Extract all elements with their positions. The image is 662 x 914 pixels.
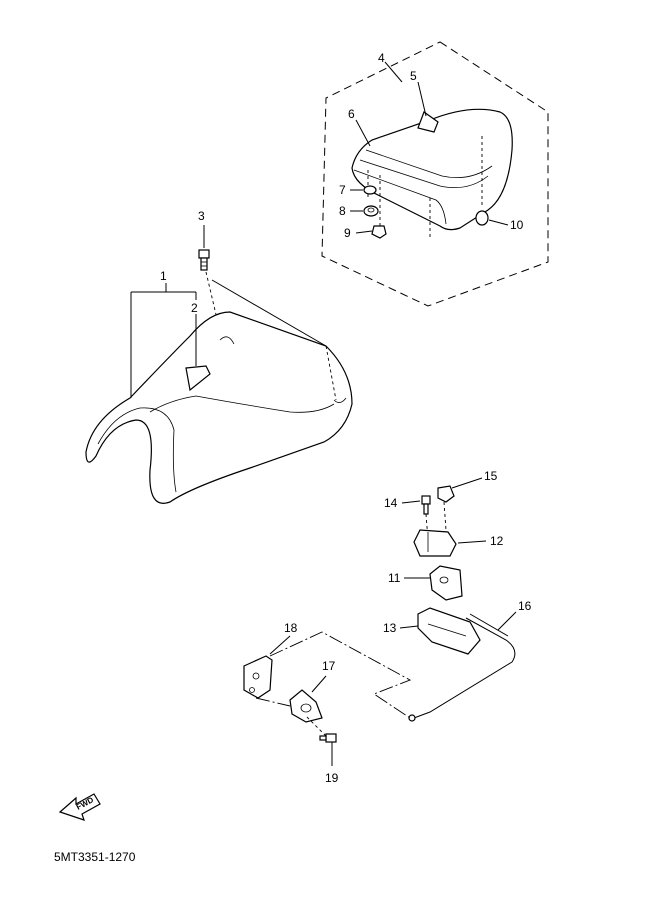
bolt-axis-line <box>425 513 429 541</box>
bolt-head <box>198 249 210 259</box>
callout-12: 12 <box>490 534 504 548</box>
rear-seat-assembly-outline <box>321 41 549 307</box>
lock-base-rib <box>427 623 467 637</box>
leader-6 <box>355 119 371 147</box>
rear-seat-edge <box>353 169 447 225</box>
leader-13 <box>399 625 419 629</box>
seat-lock-group <box>399 477 517 722</box>
callout-3: 3 <box>198 209 205 223</box>
front-seat <box>85 311 353 504</box>
callout-1: 1 <box>160 269 167 283</box>
callout-16: 16 <box>518 599 532 613</box>
front-seat-tab <box>185 365 211 392</box>
callout-5: 5 <box>410 69 417 83</box>
rear-seat-seam <box>359 159 489 189</box>
callout-10: 10 <box>510 218 524 232</box>
seat-lock-cable <box>413 617 516 719</box>
seat-tab <box>417 111 439 133</box>
seat-lock-cable-sheath <box>469 613 509 637</box>
leader-15 <box>451 477 483 489</box>
callout-13: 13 <box>383 621 397 635</box>
leader-18 <box>269 635 291 655</box>
callout-2: 2 <box>191 301 198 315</box>
lock-cylinder <box>289 689 323 723</box>
nut <box>371 225 387 239</box>
cylinder-screw-head <box>325 733 337 743</box>
leader-9 <box>355 230 373 234</box>
lock-cylinder-face <box>300 703 312 713</box>
leader-5 <box>417 81 427 117</box>
callout-11: 11 <box>388 571 401 585</box>
rear-seat-band <box>365 149 493 179</box>
bracket-to-cylinder-line <box>255 697 291 707</box>
collar-hole <box>367 207 375 213</box>
lock-cylinder-group <box>243 635 337 766</box>
cable-end <box>408 714 416 722</box>
rear-seat-group <box>321 41 549 307</box>
cable-route-line <box>269 631 412 719</box>
damper <box>475 210 489 226</box>
callout-4: 4 <box>378 51 385 65</box>
lock-nut <box>437 485 455 503</box>
callout-19: 19 <box>325 771 339 785</box>
lock-bolt-shank <box>423 503 429 515</box>
screw-axis-line <box>305 715 327 737</box>
front-seat-group <box>85 279 353 504</box>
leader-4 <box>384 61 403 83</box>
callout-9: 9 <box>344 226 351 240</box>
callout-15: 15 <box>484 469 498 483</box>
leader-17 <box>311 675 327 693</box>
bracket-hole-1 <box>252 672 260 680</box>
seat-reference-line <box>211 279 327 347</box>
diagram-code: 5MT3351-1270 <box>54 850 136 864</box>
callout-14: 14 <box>384 496 398 510</box>
callout-18: 18 <box>284 621 298 635</box>
callout-17: 17 <box>322 659 336 673</box>
cylinder-screw-shank <box>319 735 327 741</box>
leader-10 <box>488 219 509 226</box>
leader-12 <box>457 540 487 544</box>
callout-8: 8 <box>339 204 346 218</box>
front-seat-seam <box>149 395 335 413</box>
leader-14 <box>401 500 421 504</box>
seat-lock-hook <box>439 576 449 584</box>
bracket-hole-2 <box>249 687 255 693</box>
front-seat-inner-edge <box>97 407 177 493</box>
front-seat-mount <box>219 336 235 345</box>
bolt-group <box>198 225 223 341</box>
bolt-shank <box>200 257 208 271</box>
forward-arrow-icon <box>58 793 101 821</box>
lock-bracket <box>413 529 457 557</box>
callout-6: 6 <box>348 107 355 121</box>
callout-7: 7 <box>339 183 346 197</box>
collar <box>363 205 379 217</box>
lock-bolt-head <box>421 495 431 505</box>
cylinder-bracket <box>243 655 273 699</box>
front-seat-rear-mount <box>333 397 347 403</box>
washer <box>363 185 377 195</box>
nut-axis-line <box>443 501 447 531</box>
callout-labels: 1 2 3 4 5 6 7 8 9 10 11 12 13 14 15 16 1… <box>160 51 532 785</box>
leader-16 <box>497 611 517 631</box>
